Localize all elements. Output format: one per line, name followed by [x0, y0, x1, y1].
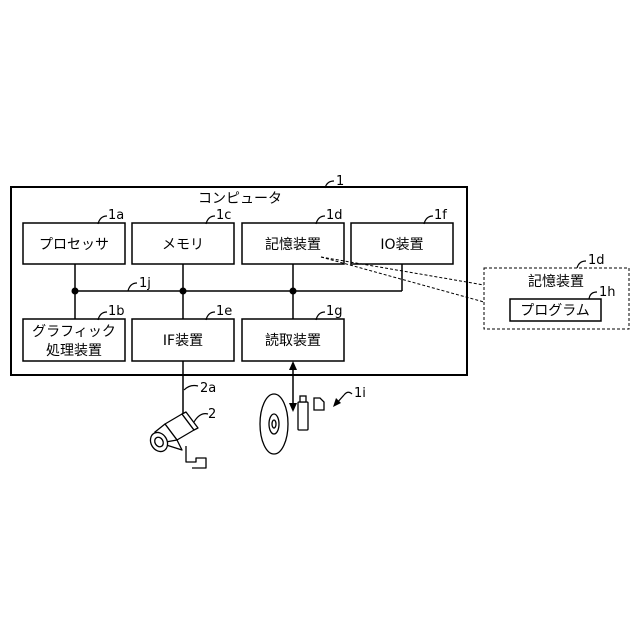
camera-cable-ref-leader: [184, 386, 198, 391]
graphics-label-line2: 処理装置: [46, 343, 102, 359]
bus-junction: [72, 288, 79, 295]
interface-label: IF装置: [163, 333, 203, 349]
storage-label: 記憶装置: [265, 236, 321, 253]
program-ref-leader: [589, 292, 597, 299]
bus-junction: [290, 288, 297, 295]
bus-ref: 1j: [139, 276, 151, 291]
camera-icon: [147, 412, 206, 468]
interface-ref: 1e: [216, 304, 232, 319]
computer-ref: 1: [336, 174, 344, 189]
computer-title: コンピュータ: [198, 191, 282, 207]
arrow-up-icon: [289, 361, 297, 370]
media-ref-wave: [344, 392, 352, 395]
graphics-label-line1: グラフィック: [32, 324, 116, 340]
storage-detail-title: 記憶装置: [528, 273, 584, 290]
camera-ref-leader: [194, 414, 208, 422]
memory-ref: 1c: [216, 208, 231, 223]
camera-ref: 2: [208, 407, 216, 422]
storage-detail-ref: 1d: [588, 253, 605, 268]
memory-stick-icon: [298, 396, 308, 430]
arrow-down-icon: [289, 403, 297, 412]
disc-icon: [260, 394, 288, 454]
io-label: IO装置: [380, 237, 423, 253]
memory-label: メモリ: [162, 237, 204, 253]
camera-cable-ref: 2a: [200, 381, 216, 396]
bus-junction: [180, 288, 187, 295]
processor-ref: 1a: [108, 208, 124, 223]
io-ref: 1f: [434, 208, 447, 223]
program-label: プログラム: [520, 303, 590, 319]
processor-label: プロセッサ: [39, 237, 109, 253]
graphics-ref: 1b: [108, 304, 125, 319]
reader-label: 読取装置: [265, 332, 321, 349]
storage-ref: 1d: [326, 208, 343, 223]
reader-ref: 1g: [326, 304, 343, 319]
media-ref: 1i: [354, 386, 366, 401]
storage-detail-ref-leader: [577, 261, 586, 268]
memory-card-icon: [314, 398, 324, 410]
bus-ref-leader: [128, 283, 137, 291]
program-ref: 1h: [599, 285, 616, 300]
